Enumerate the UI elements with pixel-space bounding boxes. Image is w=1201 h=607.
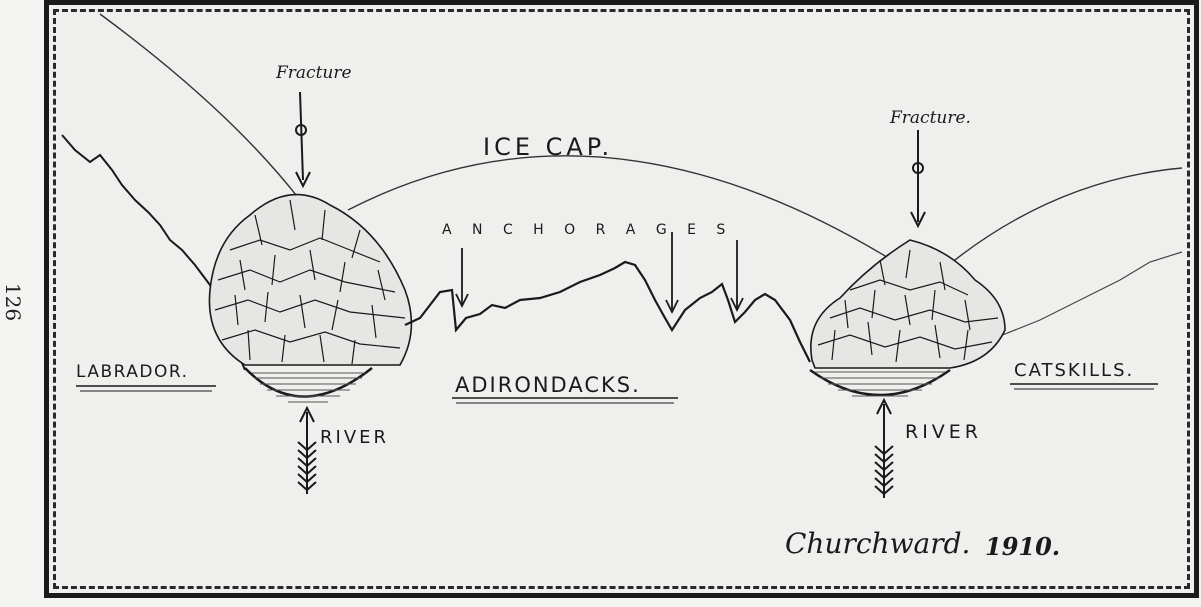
labrador-profile [61,134,246,371]
signature-year: 1910. [985,532,1060,561]
signature: Churchward. [785,527,970,560]
river-arrow-left [297,405,317,494]
ice-cap-line-right [939,167,1183,273]
adirondacks-label: ADIRONDACKS. [455,373,641,397]
left-ice-block-lines [214,199,406,365]
left-valley [244,367,373,398]
right-river-water [815,371,945,397]
fracture-right-marker [910,130,926,229]
adirondacks-profile [404,260,811,363]
anchorage-arrows [455,232,744,315]
right-ice-block-lines [817,249,999,363]
labrador-label: LABRADOR. [76,362,189,382]
catskills-slope [989,251,1183,341]
river-arrow-right [874,397,894,498]
left-ice-blocks [208,193,413,366]
left-river-water [252,372,365,403]
right-ice-blocks [810,239,1006,369]
fracture-left-label: Fracture [275,63,352,83]
catskills-label: CATSKILLS. [1014,360,1134,381]
ice-cap-line-left [99,13,301,201]
fracture-right-label: Fracture. [889,108,971,128]
anchorages-label: A N C H O R A G E S [442,222,733,238]
river-right-label: RIVER [905,421,982,443]
ice-cap-label: ICE CAP. [483,133,613,161]
fracture-left-marker [295,91,311,189]
right-valley [809,368,951,397]
river-left-label: RIVER [320,427,389,448]
ice-cap-line [347,155,896,263]
